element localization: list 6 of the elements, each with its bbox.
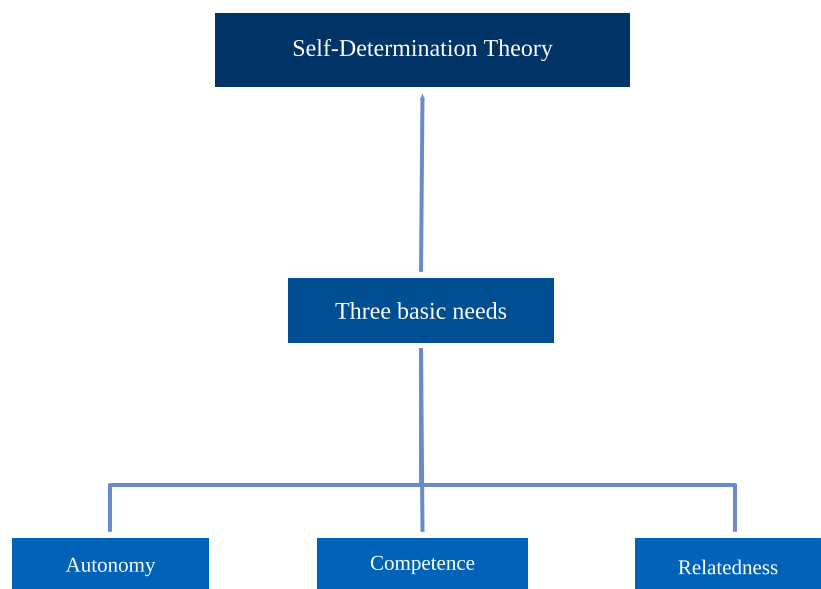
process-box: Self-Determination Theory <box>215 13 630 87</box>
process-box: Autonomy <box>12 538 209 589</box>
process-box: Relatedness <box>635 538 821 589</box>
connector <box>419 348 737 532</box>
process-box: Competence <box>317 538 528 589</box>
process-box: Three basic needs <box>288 278 554 343</box>
